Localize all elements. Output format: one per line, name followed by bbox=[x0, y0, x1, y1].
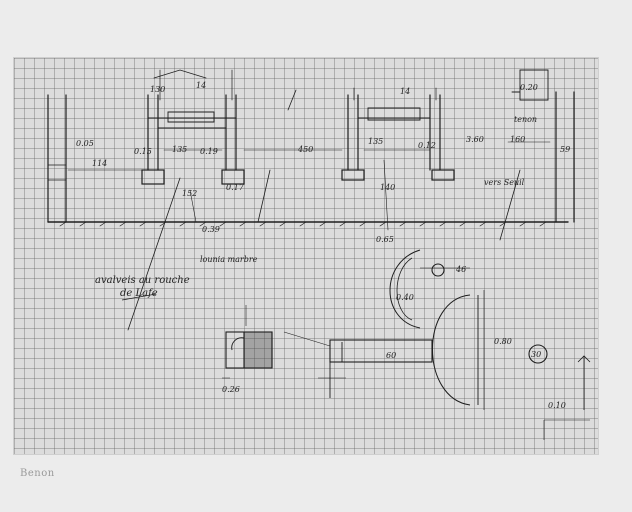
plan-drawing bbox=[121, 249, 591, 440]
note-tenon: tenon bbox=[514, 115, 537, 124]
note-left-line2: de Lafe bbox=[120, 288, 158, 299]
dim-140: 140 bbox=[380, 183, 395, 192]
dim-14-a: 14 bbox=[196, 81, 206, 90]
graph-paper bbox=[14, 58, 598, 454]
dim-450: 450 bbox=[297, 145, 313, 154]
dim-60: 60 bbox=[386, 351, 396, 360]
dim-0-19: 0.19 bbox=[200, 147, 218, 156]
dim-0-65: 0.65 bbox=[376, 235, 394, 244]
dim-30: 30 bbox=[531, 350, 541, 359]
dim-0-26: 0.26 bbox=[222, 385, 240, 394]
note-left-line1: avalveis au rouche bbox=[95, 275, 190, 286]
dim-0-20: 0.20 bbox=[520, 83, 538, 92]
dim-0-80: 0.80 bbox=[494, 337, 512, 346]
dim-114: 114 bbox=[92, 159, 107, 168]
dim-46: 46 bbox=[455, 265, 466, 274]
dim-130: 130 bbox=[150, 85, 165, 94]
dim-135-b: 135 bbox=[368, 137, 383, 146]
dim-160: 160 bbox=[510, 135, 525, 144]
dim-135-a: 135 bbox=[172, 145, 187, 154]
photo-caption: Benon bbox=[20, 468, 55, 479]
dim-0-17: 0.17 bbox=[226, 183, 245, 192]
dim-0-05: 0.05 bbox=[76, 139, 94, 148]
note-mid: lounia marbre bbox=[200, 255, 258, 264]
dim-0-40: 0.40 bbox=[396, 293, 414, 302]
dim-152: 152 bbox=[182, 189, 197, 198]
dim-59: 59 bbox=[560, 145, 570, 154]
note-vers-seuil: vers Seuil bbox=[484, 178, 525, 187]
dim-0-10: 0.10 bbox=[548, 401, 566, 410]
elevation-drawing bbox=[47, 69, 575, 331]
dim-0-39: 0.39 bbox=[202, 225, 220, 234]
dim-360: 3.60 bbox=[466, 135, 484, 144]
dim-0-15: 0.15 bbox=[134, 147, 152, 156]
dim-0-12: 0.12 bbox=[418, 141, 436, 150]
dim-14-b: 14 bbox=[400, 87, 410, 96]
